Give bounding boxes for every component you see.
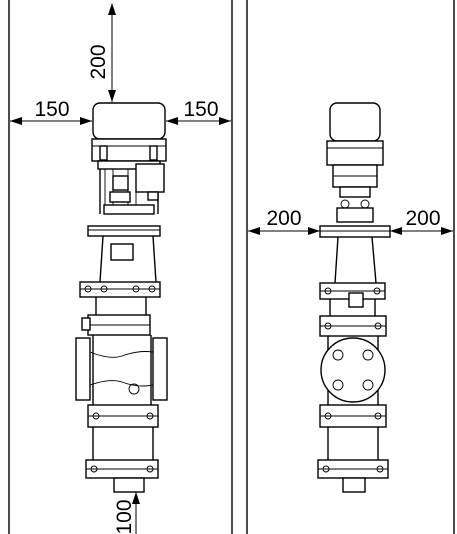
bolt-hole (362, 349, 374, 361)
front-inlet-flange (75, 337, 91, 401)
side-body-round-flange (320, 337, 386, 403)
dimension-right-150: 150 (166, 98, 231, 125)
dim-label-top: 200 (87, 44, 110, 79)
bolt-hole (332, 349, 344, 361)
front-view-valve (75, 102, 168, 493)
dim-label-side-left: 200 (266, 207, 301, 230)
front-actuator-top (92, 102, 166, 140)
dim-label-left: 150 (34, 98, 69, 121)
dimension-left-150: 150 (10, 98, 92, 125)
side-bonnet-flange (319, 225, 391, 238)
front-positioner (135, 163, 165, 193)
dimension-side-left-200: 200 (248, 207, 320, 235)
front-bonnet-flange (87, 225, 161, 237)
dimension-top-200: 200 (87, 3, 116, 102)
bolt-hole (362, 379, 374, 391)
dim-label-right: 150 (183, 98, 218, 121)
side-actuator-base (326, 140, 384, 166)
front-outlet-flange (152, 337, 168, 401)
dim-label-side-right: 200 (405, 207, 440, 230)
front-bottom-stub (113, 477, 145, 493)
dim-label-bottom: 100 (113, 499, 136, 534)
front-flange-1 (79, 281, 161, 298)
dimension-side-right-200: 200 (390, 207, 453, 235)
side-view-valve (317, 102, 391, 493)
dimension-bottom-100: 100 (113, 492, 140, 534)
bolt-hole (332, 379, 344, 391)
boundary-lines (8, 0, 455, 534)
side-actuator-top (329, 102, 381, 142)
side-bottom-stub (342, 477, 366, 493)
